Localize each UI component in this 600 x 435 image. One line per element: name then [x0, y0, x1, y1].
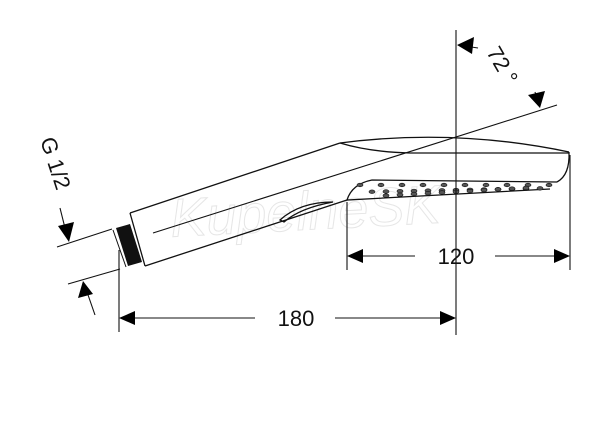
nozzle — [494, 187, 502, 192]
shower-head — [339, 136, 570, 201]
nozzle — [419, 182, 427, 188]
nozzle — [396, 192, 404, 197]
nozzle — [410, 191, 418, 197]
dimension-angle: 72 ° — [457, 37, 545, 108]
nozzle — [396, 189, 404, 194]
nozzle — [382, 193, 390, 198]
nozzle — [368, 189, 376, 194]
nozzle — [461, 182, 469, 188]
dimension-120: 120 — [347, 244, 570, 269]
watermark: KupelneSK — [169, 175, 444, 249]
nozzle — [440, 182, 448, 188]
nozzle — [438, 190, 446, 195]
grip-slot — [278, 201, 334, 223]
angle-label: 72 ° — [482, 42, 523, 89]
nozzle — [424, 191, 432, 196]
dimension-120-label: 120 — [438, 244, 475, 269]
head-axis-line — [152, 104, 558, 234]
nozzle — [545, 182, 553, 188]
spray-nozzles — [356, 182, 553, 198]
nozzle — [377, 182, 385, 188]
dimension-180-label: 180 — [278, 306, 315, 331]
nozzle — [382, 189, 390, 194]
nozzle — [522, 185, 530, 190]
nozzle — [482, 182, 490, 188]
dimension-thread: G 1/2 — [35, 134, 96, 316]
nozzle — [398, 182, 406, 188]
shower-handle — [129, 142, 348, 267]
dimension-180: 180 — [119, 306, 456, 331]
extension-line — [67, 268, 121, 285]
nozzle — [536, 186, 544, 191]
thread-label: G 1/2 — [35, 134, 75, 193]
nozzle — [356, 182, 364, 188]
nozzle — [480, 188, 488, 193]
nozzle — [503, 182, 511, 188]
extension-line — [56, 228, 113, 248]
thread-connector — [112, 224, 142, 268]
nozzle — [466, 188, 474, 194]
nozzle — [508, 186, 516, 191]
